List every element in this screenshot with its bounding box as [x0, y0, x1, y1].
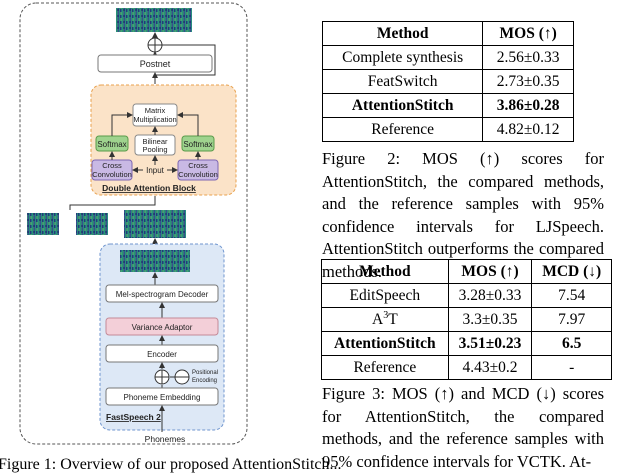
svg-text:Bilinear: Bilinear	[142, 137, 168, 146]
svg-text:Variance Adaptor: Variance Adaptor	[132, 323, 193, 332]
svg-text:Encoder: Encoder	[147, 350, 177, 359]
svg-text:Cross: Cross	[188, 161, 208, 170]
svg-text:Positional: Positional	[192, 370, 218, 376]
postnet-label: Postnet	[140, 59, 171, 69]
fastspeech2-label: FastSpeech 2	[106, 412, 161, 422]
svg-text:Softmax: Softmax	[97, 140, 126, 149]
output-spectrogram	[116, 8, 192, 32]
input-label: Input	[146, 166, 165, 175]
spectrogram-piece-left	[27, 213, 59, 235]
svg-text:Convolution: Convolution	[178, 170, 218, 179]
svg-text:Matrix: Matrix	[145, 106, 166, 115]
table1-header-mos: MOS (↑)	[482, 21, 574, 46]
figure-2-caption: Figure 2: MOS (↑) scores for AttentionSt…	[322, 149, 604, 281]
phonemes-label: Phonemes	[145, 434, 186, 444]
svg-text:Phoneme Embedding: Phoneme Embedding	[124, 393, 201, 402]
svg-text:Convolution: Convolution	[92, 170, 132, 179]
svg-text:Cross: Cross	[102, 161, 122, 170]
double-attention-block-label: Double Attention Block	[102, 183, 196, 193]
figure-1-caption-cut: Figure 1: Overview of our proposed Atten…	[0, 456, 342, 473]
svg-text:Mel-spectrogram Decoder: Mel-spectrogram Decoder	[116, 290, 209, 299]
fastspeech2-spectrogram	[120, 250, 190, 272]
table1-header-method: Method	[321, 21, 484, 46]
svg-text:Multiplication: Multiplication	[133, 115, 176, 124]
outer-frame	[19, 2, 248, 445]
svg-text:Pooling: Pooling	[142, 145, 167, 154]
svg-text:Softmax: Softmax	[183, 140, 212, 149]
svg-text:Encoding: Encoding	[192, 378, 217, 384]
spectrogram-piece-right	[124, 210, 186, 238]
spectrogram-piece-middle	[76, 213, 108, 235]
architecture-diagram: Postnet Matrix Multiplication Bilinear P…	[19, 2, 248, 445]
